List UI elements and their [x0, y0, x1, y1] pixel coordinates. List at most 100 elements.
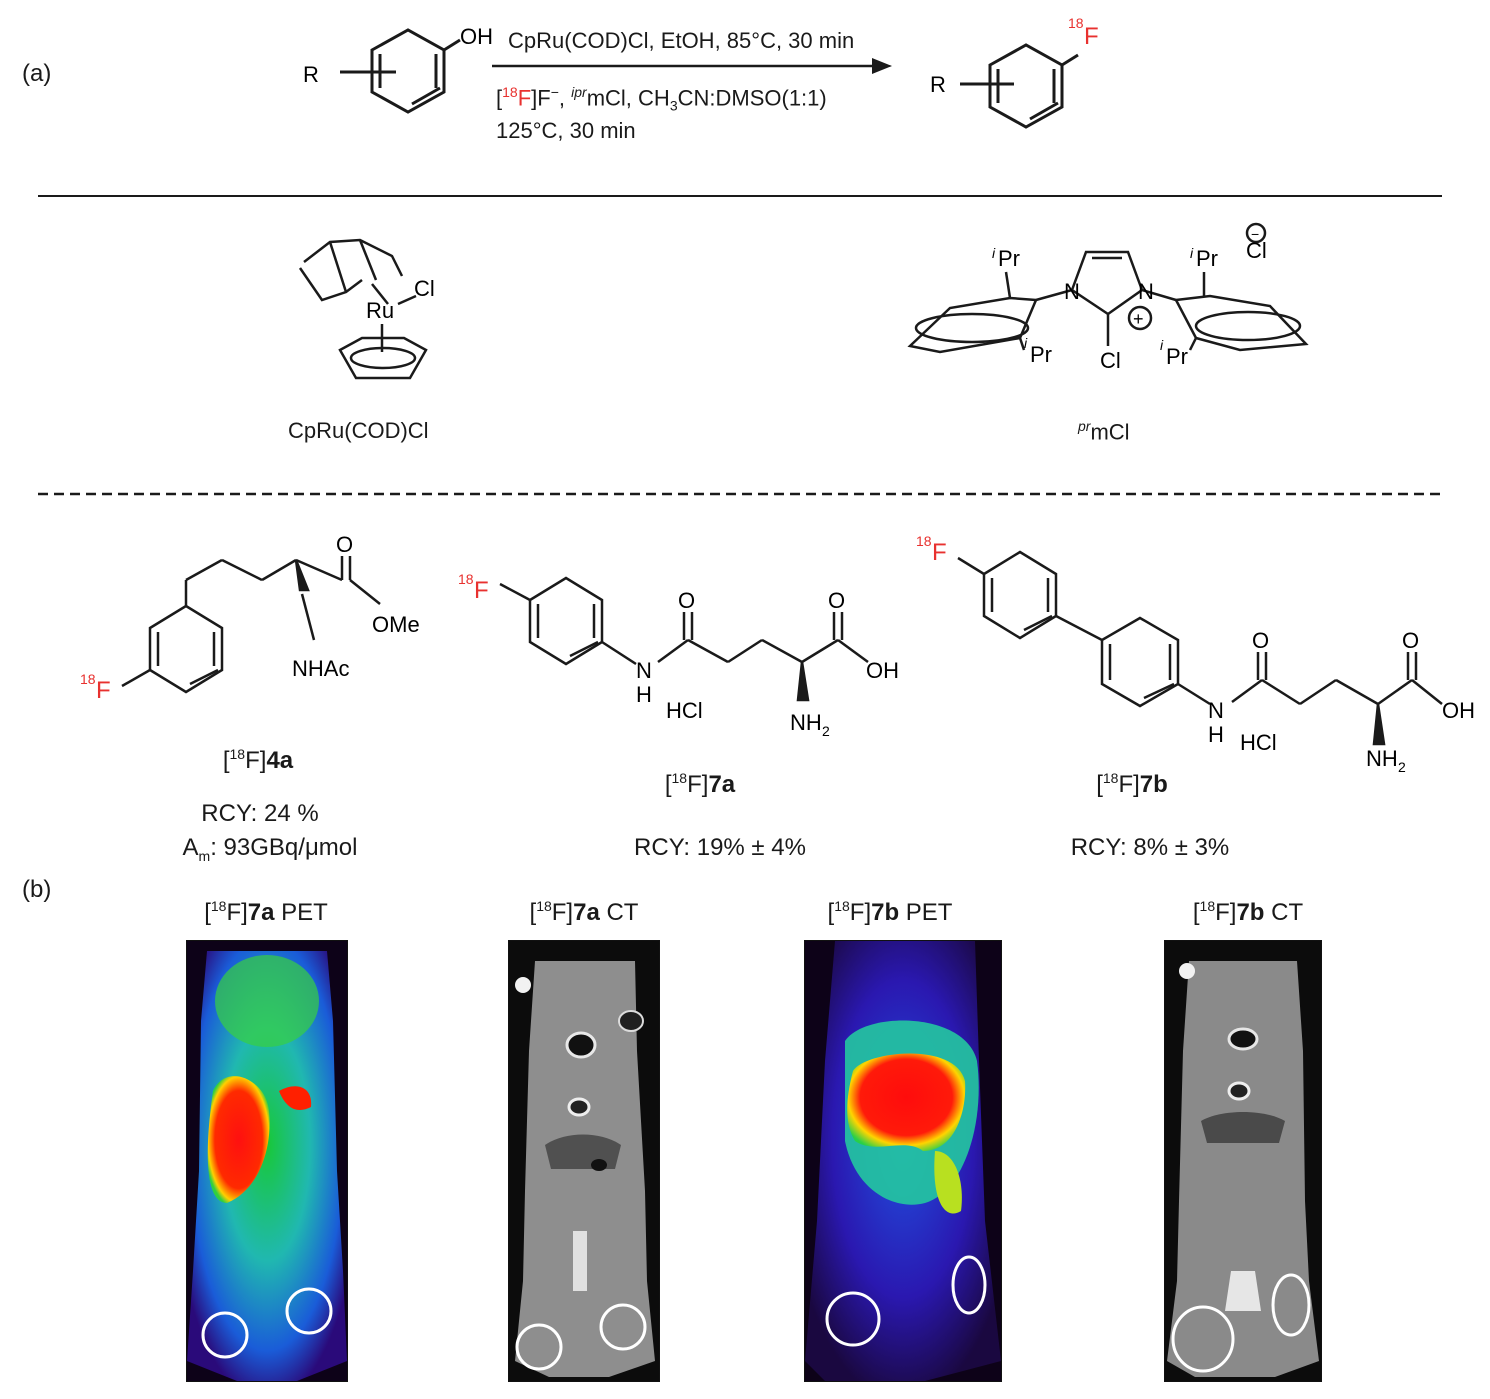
product-isotope: 18 — [1068, 15, 1084, 31]
imid-n-left: N — [1064, 279, 1080, 304]
compound-4a-rcy: RCY: 24 % — [201, 800, 319, 827]
image-title-7a-ct: [18F]7a CT — [529, 898, 639, 926]
c7a-name-bracket: ] — [701, 771, 709, 798]
panel-a-label: (a) — [22, 60, 52, 87]
compound-7a-name: [18F]7a — [664, 770, 736, 798]
c7a-name-iso: 18 — [671, 770, 688, 786]
ct-image-7a — [508, 940, 660, 1382]
reagents-svg: Ru Cl N N Cl + Cl − i — [298, 222, 1309, 380]
compound-4a-name: [18F]4a — [222, 746, 294, 774]
pet-7b-roi-right — [951, 1255, 987, 1315]
product-r: R — [930, 72, 946, 97]
ipr-4: Pr — [1166, 344, 1188, 369]
c7a-nh: NH — [790, 710, 822, 735]
c7b-o1: O — [1252, 628, 1269, 653]
cond2-mid: ]F — [531, 85, 551, 111]
t2-mode: CT — [599, 899, 639, 926]
pet-image-7b — [804, 940, 1002, 1382]
product-ring — [960, 43, 1079, 129]
ct-7a-svg — [509, 941, 659, 1381]
compound-4a-structure — [121, 556, 381, 694]
reactant-r: R — [303, 62, 319, 87]
c7b-name-bracket: ] — [1133, 771, 1140, 798]
c4a-name-bold: 4a — [266, 747, 294, 774]
imid-name-text: mCl — [1090, 419, 1130, 445]
t4-iso: 18 — [1199, 898, 1216, 914]
c4a-o: O — [336, 532, 353, 557]
compound-7b-rcy: RCY: 8% ± 3% — [1070, 834, 1230, 861]
c7a-name-f: F — [687, 771, 702, 798]
t3-mode: PET — [899, 899, 953, 926]
compounds-svg: O OMe NHAc 18 F O O OH N H — [80, 532, 1475, 775]
c7b-oh: OH — [1442, 698, 1475, 723]
t1-iso: 18 — [210, 898, 227, 914]
pet-7b-roi-left — [825, 1291, 881, 1347]
imid-name-sup: pr — [1078, 418, 1091, 434]
ipr-3: Pr — [1196, 246, 1218, 271]
c4a-nhac: NHAc — [292, 656, 349, 681]
compound-7b-name: [18F]7b — [1096, 770, 1168, 798]
cond2-sub3: 3 — [669, 97, 678, 114]
c7b-o2: O — [1402, 628, 1419, 653]
c7b-n: N — [1208, 698, 1224, 723]
reaction-arrow — [492, 58, 892, 74]
c7b-name-f: F — [1118, 771, 1134, 798]
c7b-f: F — [932, 539, 947, 566]
c7a-o2: O — [828, 588, 845, 613]
c7a-oh: OH — [866, 658, 899, 683]
c7b-sub2: 2 — [1398, 759, 1406, 775]
t3-iso: 18 — [834, 898, 850, 914]
c4a-name-bracket: ] — [259, 747, 267, 774]
c4a-name-f: F — [245, 747, 260, 774]
condition-line-1: CpRu(COD)Cl, EtOH, 85°C, 30 min — [508, 28, 855, 53]
c7b-iso: 18 — [916, 533, 932, 549]
compound-7a-structure — [499, 576, 869, 702]
ct-7b-roi-left — [1171, 1305, 1235, 1373]
cond2-iso: 18 — [502, 84, 518, 100]
cond2-end: CN:DMSO(1:1) — [677, 85, 827, 111]
condition-line-2: [18F]F−, iprmCl, CH3CN:DMSO(1:1) — [496, 84, 827, 114]
product-fluorine: F — [1084, 23, 1099, 50]
compound-4a-am: Am: 93GBq/μmol — [150, 834, 390, 864]
cond2-open: [ — [496, 85, 503, 111]
pet-7a-roi-left — [201, 1311, 249, 1359]
imid-n-right: N — [1138, 279, 1154, 304]
compound-7a-rcy: RCY: 19% ± 4% — [634, 834, 806, 861]
ct-7a-roi-left — [515, 1323, 563, 1371]
pet-7a-svg — [187, 941, 347, 1381]
ct-image-7b — [1164, 940, 1322, 1382]
panel-b-label: (b) — [22, 876, 52, 903]
image-title-7b-ct: [18F]7b CT — [1192, 898, 1304, 926]
t1-mode: PET — [274, 899, 328, 926]
c7a-f: F — [474, 577, 489, 604]
ru-complex-structure — [298, 238, 428, 380]
c7b-nh: NH — [1366, 746, 1398, 771]
ipr-sup-4: i — [1160, 337, 1164, 353]
t2-bold: 7a — [573, 899, 600, 926]
imidazolium-structure — [907, 222, 1309, 354]
ipr-2: Pr — [1030, 342, 1052, 367]
c7b-name-bold: 7b — [1139, 771, 1168, 798]
c4a-name-iso: 18 — [229, 746, 246, 762]
ct-7b-svg — [1165, 941, 1321, 1381]
ipr-sup-2: i — [1024, 335, 1028, 351]
cond2-rest: mCl, CH — [586, 85, 670, 111]
pet-7b-svg — [805, 941, 1001, 1381]
compound-7b-structure — [957, 550, 1443, 746]
c7a-hcl: HCl — [666, 698, 703, 723]
c4a-am-a: A — [182, 834, 199, 861]
c7b-hcl: HCl — [1240, 730, 1277, 755]
c4a-f: F — [96, 677, 111, 704]
t4-mode: CT — [1264, 899, 1304, 926]
pet-7a-roi-right — [285, 1287, 333, 1335]
image-title-7a-pet: [18F]7a PET — [204, 898, 328, 926]
scheme-svg: OH R 18 F R — [38, 15, 1442, 496]
ipr-1: Pr — [998, 246, 1020, 271]
cond2-ipr: ipr — [571, 84, 587, 100]
ru-complex-name: CpRu(COD)Cl — [288, 418, 429, 443]
c7b-name-iso: 18 — [1102, 770, 1119, 786]
c7b-h: H — [1208, 722, 1224, 747]
chloride-minus: − — [1251, 226, 1259, 242]
cond2-comma: , — [558, 85, 572, 111]
